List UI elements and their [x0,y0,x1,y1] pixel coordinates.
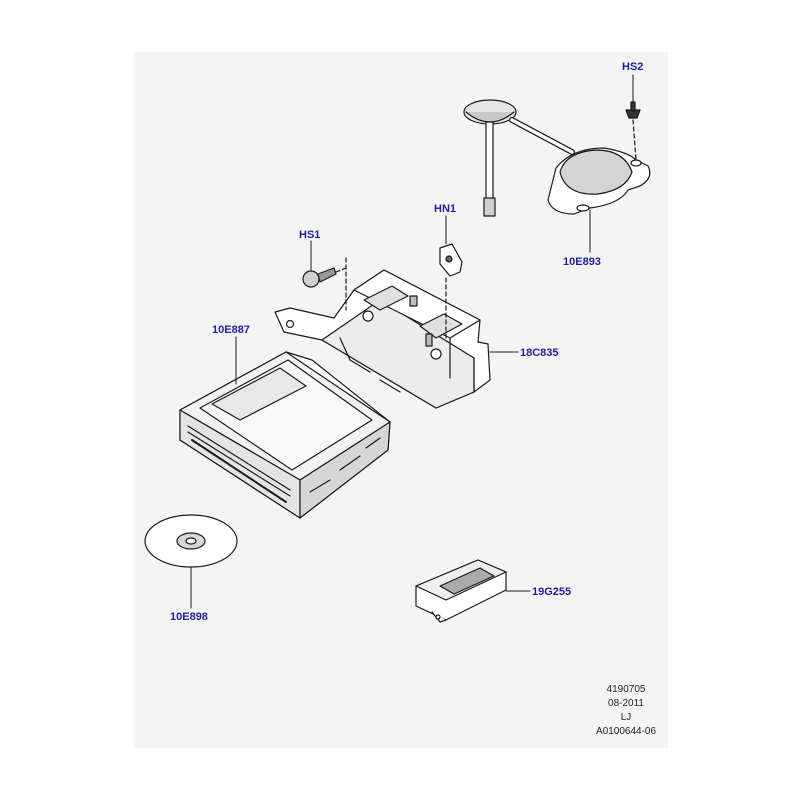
nav-unit-10e887 [179,351,391,519]
disc-10e898 [144,514,238,568]
callout-hs1: HS1 [299,229,321,241]
callout-10e887: 10E887 [212,324,250,336]
antenna-10e893 [463,99,651,217]
callout-10e893: 10E893 [563,256,601,268]
screw-hs2 [625,101,641,161]
callout-10e898: 10E898 [170,611,208,623]
module-19g255 [415,559,507,623]
footer-code: LJ [620,712,632,723]
leader-lines [190,74,634,609]
footer-date: 08-2011 [608,698,644,709]
bracket-18c835 [274,269,491,409]
callout-18c835: 18C835 [520,347,559,359]
callout-hs2: HS2 [622,61,644,73]
screw-hs1 [302,257,347,311]
footer-ref: 4190705 [606,684,646,695]
nut-hn1 [439,243,463,341]
callout-19g255: 19G255 [532,586,572,598]
callout-hn1: HN1 [434,203,457,215]
footer-illustration-id: A0100644-06 [595,726,657,737]
